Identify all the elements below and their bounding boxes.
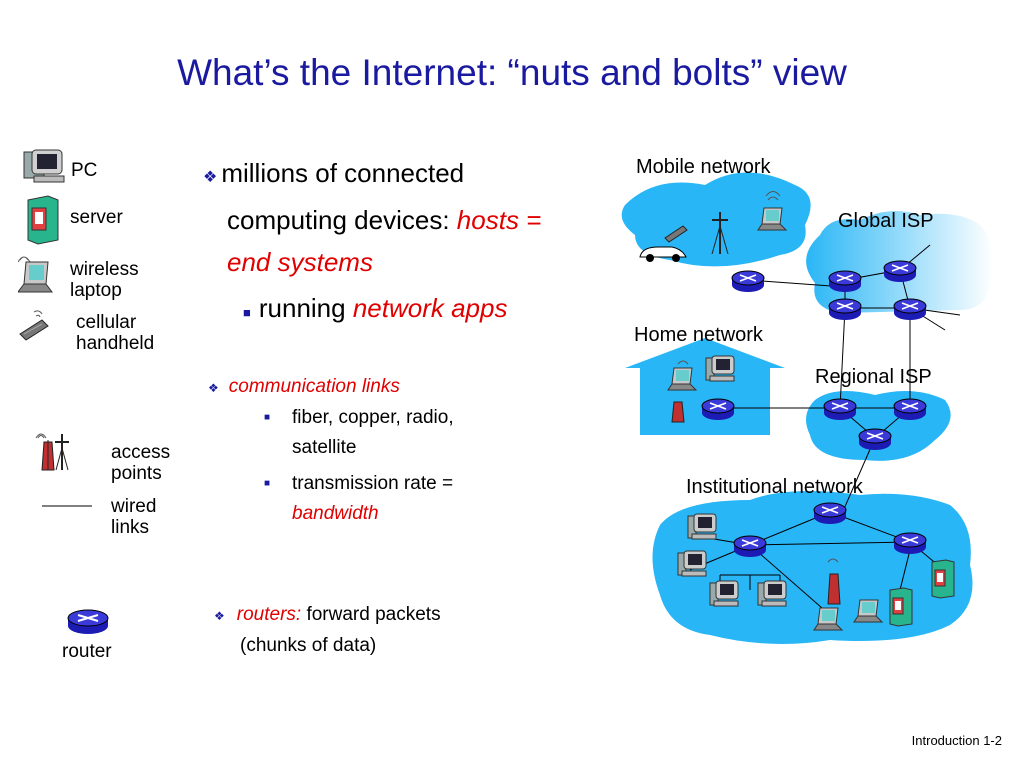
router-icon: [828, 270, 862, 293]
legend-server: server: [70, 207, 123, 228]
router-icon: [731, 270, 765, 293]
server-icon: [27, 195, 59, 245]
diamond-bullet-icon: ❖: [208, 381, 219, 395]
cellular-handheld-icon: [19, 310, 49, 341]
router-icon: [813, 502, 847, 525]
diamond-bullet-icon: ❖: [214, 609, 225, 623]
pc-icon: [709, 580, 739, 607]
access-point-icon: [671, 401, 685, 423]
label-regional-isp: Regional ISP: [815, 366, 932, 388]
legend-icons: [18, 149, 109, 634]
router-icon: [893, 398, 927, 421]
pc-icon: [23, 149, 65, 183]
square-bullet-icon: ■: [264, 412, 271, 423]
pc-icon: [757, 580, 787, 607]
slide-footer: Introduction 1-2: [911, 733, 1002, 748]
router-icon: [733, 535, 767, 558]
access-point-icon: [711, 212, 729, 255]
car-icon: [639, 246, 687, 262]
legend-pc: PC: [71, 160, 98, 181]
pc-icon: [705, 355, 735, 382]
bullet-routers: ❖routers: forward packets (chunks of dat…: [214, 604, 441, 656]
pc-icon: [677, 550, 707, 577]
access-point-icon: [827, 573, 841, 605]
square-bullet-icon: ■: [243, 305, 251, 320]
router-icon: [67, 609, 109, 634]
server-icon: [889, 587, 913, 627]
label-home-network: Home network: [634, 324, 763, 346]
router-icon: [828, 298, 862, 321]
access-point-icon: [35, 433, 69, 471]
bullet-links: ❖communication links ■fiber, copper, rad…: [208, 376, 454, 524]
slide-title: What’s the Internet: “nuts and bolts” vi…: [177, 52, 847, 93]
wireless-laptop-icon: [18, 256, 53, 293]
diamond-bullet-icon: ❖: [203, 169, 218, 186]
server-icon: [931, 559, 955, 599]
square-bullet-icon: ■: [264, 478, 271, 489]
router-icon: [893, 532, 927, 555]
home-network-house: [625, 338, 785, 435]
network-diagram: [621, 172, 994, 644]
router-icon: [823, 398, 857, 421]
wireless-wave-icon: [677, 191, 839, 563]
label-institutional-network: Institutional network: [686, 476, 863, 498]
bullet-hosts: ❖millions of connected computing devices…: [203, 158, 542, 323]
cellular-handheld-icon: [664, 225, 688, 243]
router-icon: [858, 428, 892, 451]
legend-router: router: [62, 641, 112, 662]
pc-icon: [687, 513, 717, 540]
router-icon: [883, 260, 917, 283]
router-icon: [893, 298, 927, 321]
router-icon: [701, 398, 735, 421]
label-mobile-network: Mobile network: [636, 156, 771, 178]
label-global-isp: Global ISP: [838, 210, 934, 232]
